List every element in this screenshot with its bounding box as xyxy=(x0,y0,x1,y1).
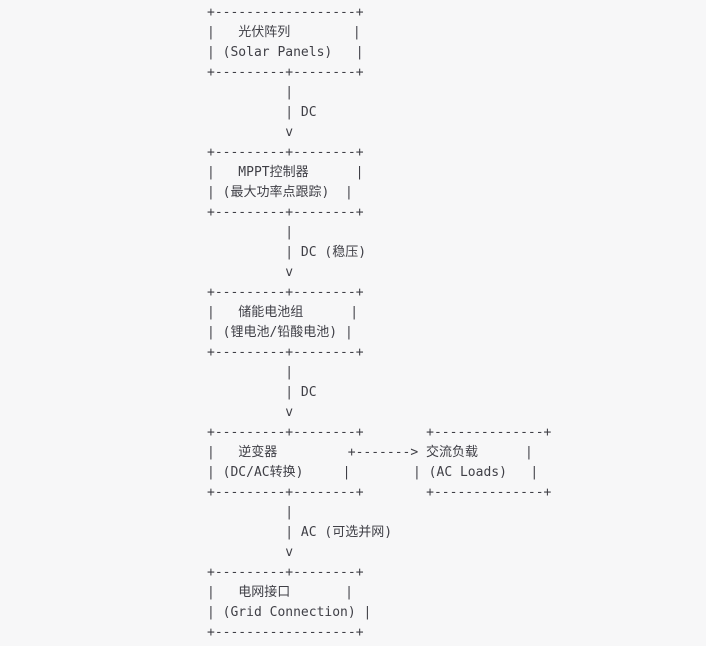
ascii-flow-diagram: +------------------+ | 光伏阵列 | | (Solar P… xyxy=(207,5,552,640)
code-block: +------------------+ | 光伏阵列 | | (Solar P… xyxy=(207,5,552,640)
